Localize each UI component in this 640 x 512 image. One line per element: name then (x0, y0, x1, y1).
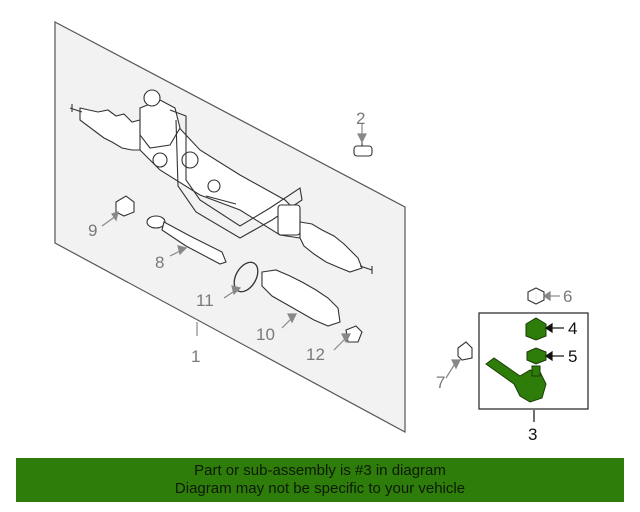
callout-6: 6 (563, 287, 572, 306)
part-2-bolt (353, 138, 373, 157)
part-5-nut-highlighted (526, 347, 547, 365)
part-9-bushing (115, 195, 135, 217)
banner-line-1: Part or sub-assembly is #3 in diagram (194, 462, 446, 479)
part-8-inner-tie-rod (146, 215, 227, 265)
leader-lines-dark (533, 322, 564, 422)
part-11-o-ring (233, 261, 259, 293)
callout-10: 10 (256, 325, 275, 344)
banner-line-2: Diagram may not be specific to your vehi… (174, 480, 466, 497)
info-banner: Part or sub-assembly is #3 in diagram Di… (16, 458, 624, 502)
part-7-nut (457, 341, 473, 361)
assembly-panel (54, 21, 406, 434)
callout-9: 9 (88, 221, 97, 240)
callout-11: 11 (196, 291, 214, 310)
callout-1: 1 (191, 347, 200, 366)
callout-2: 2 (356, 109, 365, 128)
part-3-tie-rod-end-highlighted (485, 357, 547, 403)
part-10-boot (261, 269, 341, 327)
part-6-nut (527, 287, 545, 305)
part-4-boot-highlighted (525, 317, 547, 341)
parts-diagram: 1 2 3 4 5 6 7 8 9 10 11 12 (54, 21, 589, 444)
callout-7: 7 (436, 373, 445, 392)
callout-3: 3 (528, 425, 537, 444)
steering-rack-assembly (69, 89, 373, 274)
callout-12: 12 (306, 345, 325, 364)
leader-lines (101, 124, 560, 379)
callout-8: 8 (155, 253, 164, 272)
callout-5: 5 (568, 347, 577, 366)
callout-4: 4 (568, 319, 577, 338)
